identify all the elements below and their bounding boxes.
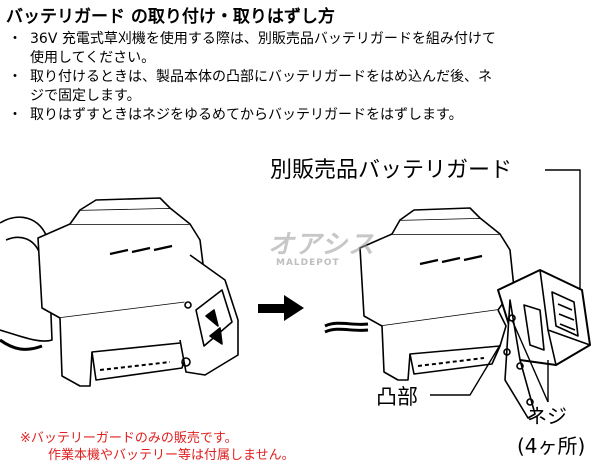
bullet: ・ (8, 107, 22, 123)
callout-screw: ネジ (527, 404, 567, 428)
bullet: ・ (8, 31, 22, 47)
list-item: ・ 取り付けるときは、製品本体の凸部にバッテリガードをはめ込んだ後、ネ ジで固定… (8, 68, 598, 106)
watermark-logo: オアシス MALDEPOT (262, 224, 382, 280)
battery-guard (497, 269, 591, 419)
arrow-right-icon (258, 295, 304, 321)
footnote-line-1: ※バッテリーガードのみの販売です。 (20, 431, 238, 446)
callout-convex-part: 凸部 (376, 385, 418, 409)
page-title: バッテリガード の取り付け・取りはずし方 (6, 7, 335, 27)
footnote: ※バッテリーガードのみの販売です。 作業本機やバッテリー等は付属しません。 (20, 430, 295, 464)
list-item: ・ 36V 充電式草刈機を使用する際は、別販売品バッテリガードを組み付けて 使用… (8, 30, 598, 68)
note-text: 取り付けるときは、製品本体の凸部にバッテリガードをはめ込んだ後、ネ ジで固定しま… (30, 69, 492, 104)
tool-body-left (0, 197, 239, 387)
list-item: ・ 取りはずすときはネジをゆるめてからバッテリガードをはずします。 (8, 106, 598, 125)
watermark-sub: MALDEPOT (276, 258, 340, 268)
installation-illustration (0, 169, 591, 419)
instruction-list: ・ 36V 充電式草刈機を使用する際は、別販売品バッテリガードを組み付けて 使用… (8, 30, 598, 125)
callout-battery-guard: 別販売品バッテリガード (270, 158, 513, 183)
note-text: 取りはずすときはネジをゆるめてからバッテリガードをはずします。 (30, 107, 463, 123)
bullet: ・ (8, 69, 22, 85)
watermark-main: オアシス (268, 230, 375, 260)
callout-screw-count: (4ヶ所) (517, 434, 586, 458)
footnote-line-2: 作業本機やバッテリー等は付属しません。 (48, 448, 295, 463)
note-text: 36V 充電式草刈機を使用する際は、別販売品バッテリガードを組み付けて 使用して… (30, 31, 496, 66)
